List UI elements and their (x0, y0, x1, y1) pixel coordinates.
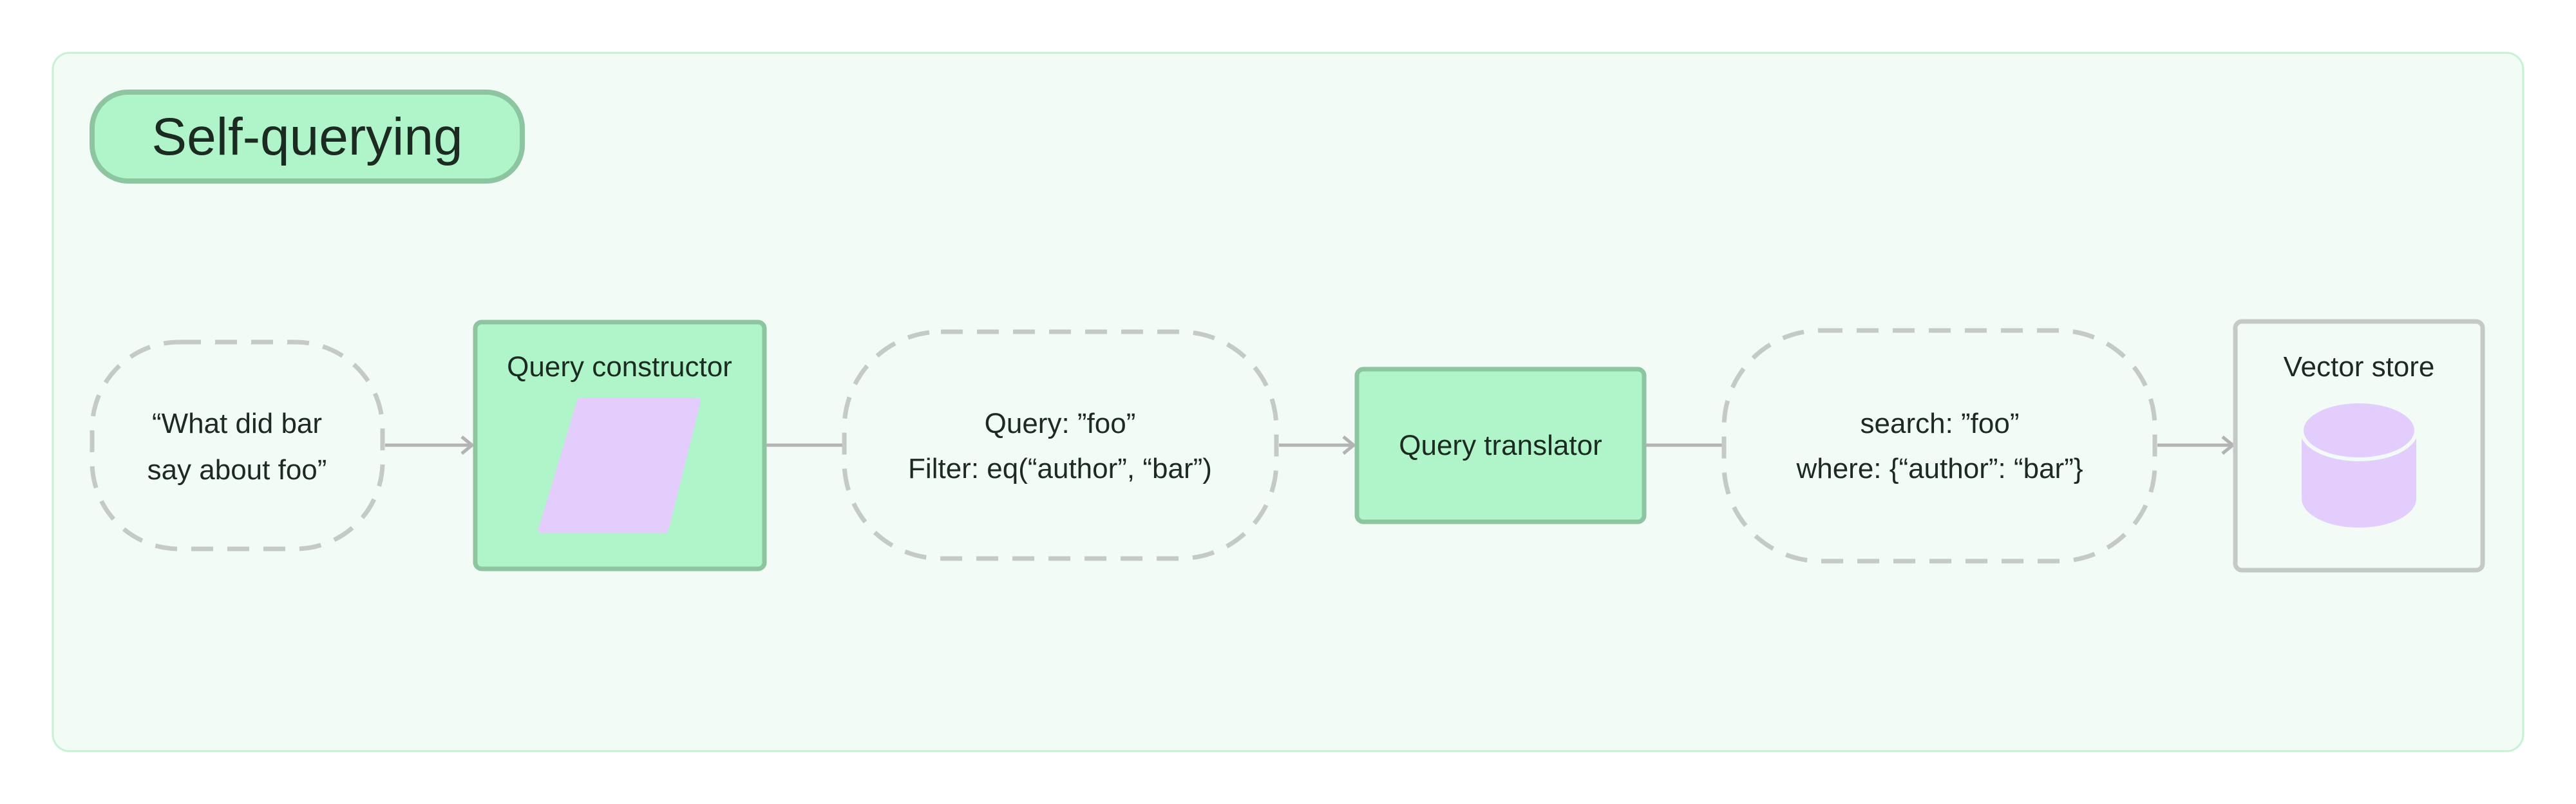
query-constructor-node: Query constructor (473, 320, 767, 571)
query-constructor-label: Query constructor (507, 351, 732, 383)
diagram-title: Self-querying (151, 108, 462, 166)
question-line-2: say about foo” (147, 454, 327, 486)
translated-query-node: search: ”foo” where: {“author”: “bar”} (1721, 328, 2157, 564)
translated-query-line-1: search: ”foo” (1861, 408, 2020, 439)
cylinder-database-icon (2300, 399, 2418, 528)
outer-panel (52, 52, 2524, 752)
question-node: “What did bar say about foo” (90, 340, 385, 551)
translated-query-line-2: where: {“author”: “bar”} (1795, 453, 2083, 484)
query-translator-label: Query translator (1399, 430, 1602, 461)
vector-store-label: Vector store (2284, 351, 2435, 383)
structured-query-line-2: Filter: eq(“author”, “bar”) (908, 453, 1212, 484)
parallelogram-shape (538, 397, 701, 533)
query-translator-node: Query translator (1354, 367, 1647, 524)
question-line-1: “What did bar (152, 408, 322, 439)
structured-query-node: Query: ”foo” Filter: eq(“author”, “bar”) (842, 329, 1279, 561)
title-pill: Self-querying (90, 90, 525, 184)
structured-query-line-1: Query: ”foo” (985, 408, 1136, 439)
vector-store-node: Vector store (2233, 319, 2485, 573)
